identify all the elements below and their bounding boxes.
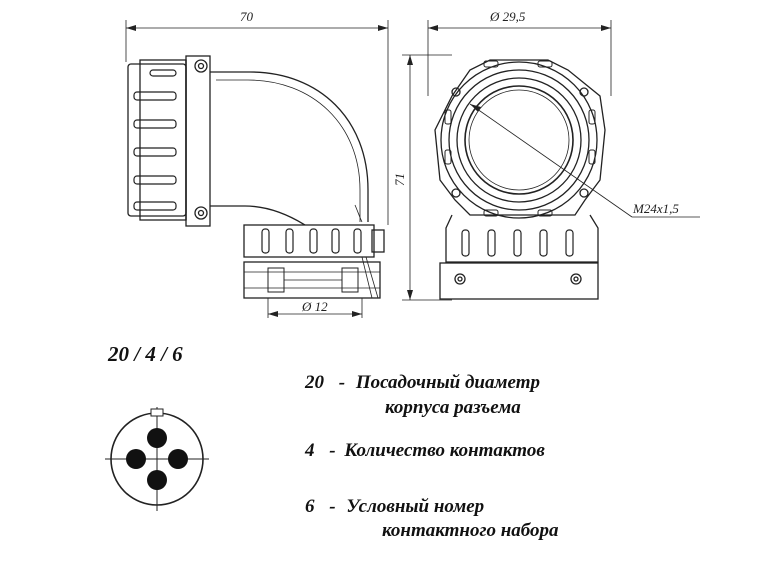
contact-layout <box>105 407 209 511</box>
legend-item-4: 4 - Количество контактов <box>305 440 545 462</box>
legend-dash: - <box>329 440 336 461</box>
legend-number: 20 <box>305 372 324 393</box>
legend-number: 4 <box>305 440 315 461</box>
legend-text: Количество контактов <box>344 440 545 461</box>
designation-code: 20 / 4 / 6 <box>108 342 183 366</box>
legend-dash: - <box>338 372 346 393</box>
dim-length: 70 <box>240 9 254 24</box>
contact-pin <box>147 428 167 448</box>
contact-pin <box>126 449 146 469</box>
side-view: 70 <box>125 9 389 318</box>
front-view: Ø 29,5 71 <box>392 9 700 301</box>
legend-dash: - <box>329 496 336 517</box>
dim-thread: M24x1,5 <box>632 201 679 216</box>
contact-pin <box>168 449 188 469</box>
dim-body-diameter: Ø 29,5 <box>489 9 526 24</box>
legend-number: 6 <box>305 496 315 517</box>
legend-text: Условный номер <box>346 496 485 517</box>
contact-pin <box>147 470 167 490</box>
legend-item-6: 6 - Условный номер <box>305 496 484 518</box>
legend-item-20: 20 - Посадочный диаметр <box>305 372 540 394</box>
legend-item-20-line2: корпуса разъема <box>385 397 521 418</box>
dim-cable-diameter: Ø 12 <box>301 299 328 314</box>
legend-item-6-line2: контактного набора <box>382 520 559 541</box>
dim-height: 71 <box>392 173 407 186</box>
legend-text: Посадочный диаметр <box>355 372 540 393</box>
